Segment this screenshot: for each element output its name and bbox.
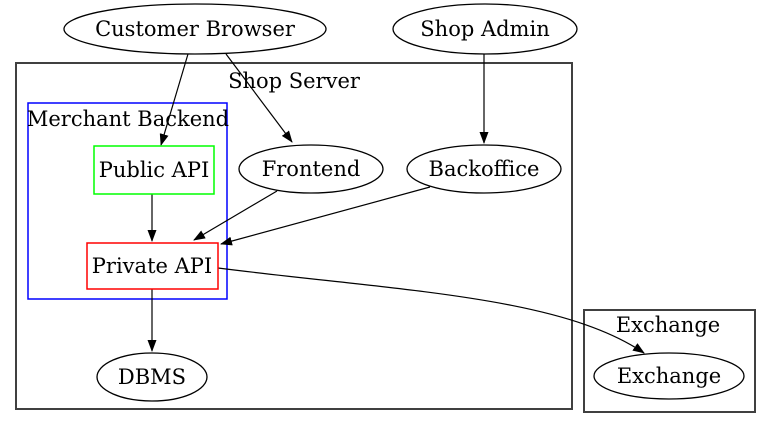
- node-private-api: Private API: [86, 242, 219, 290]
- exchange-cluster-border: [583, 309, 756, 413]
- merchant-backend-border: [27, 102, 228, 300]
- node-customer-browser: Customer Browser: [63, 3, 327, 55]
- customer-browser-shape: [63, 3, 327, 55]
- public-api-label: Public API: [99, 158, 210, 182]
- merchant-backend-label: Merchant Backend: [27, 107, 229, 131]
- exchange-cluster-label: Exchange: [616, 313, 720, 337]
- dbms-shape: [96, 352, 208, 402]
- backoffice-shape: [406, 144, 562, 194]
- node-frontend: Frontend: [238, 144, 384, 194]
- edge-backoffice-to-private-api: [220, 186, 431, 246]
- edges: [147, 53, 645, 354]
- node-exchange: Exchange: [593, 352, 745, 400]
- public-api-shape: [93, 145, 215, 195]
- shop-server-label: Shop Server: [228, 69, 361, 93]
- exchange-shape: [593, 352, 745, 400]
- frontend-label: Frontend: [262, 157, 361, 181]
- shop-admin-label: Shop Admin: [420, 17, 549, 41]
- node-shop-admin: Shop Admin: [392, 3, 578, 55]
- edge-frontend-to-private-api: [193, 190, 278, 241]
- cluster-shop-server: Shop Server: [15, 62, 573, 410]
- backoffice-label: Backoffice: [429, 157, 540, 181]
- dbms-label: DBMS: [118, 365, 186, 389]
- exchange-label: Exchange: [617, 364, 721, 388]
- node-backoffice: Backoffice: [406, 144, 562, 194]
- edge-customer-browser-to-frontend: [225, 53, 293, 143]
- cluster-exchange: Exchange: [583, 309, 756, 413]
- shop-server-border: [15, 62, 573, 410]
- shop-admin-shape: [392, 3, 578, 55]
- private-api-label: Private API: [92, 254, 212, 278]
- node-public-api: Public API: [93, 145, 215, 195]
- edge-customer-browser-to-public-api: [159, 53, 189, 146]
- frontend-shape: [238, 144, 384, 194]
- private-api-shape: [86, 242, 219, 290]
- customer-browser-label: Customer Browser: [95, 17, 296, 41]
- edge-private-api-to-exchange: [217, 267, 645, 354]
- node-dbms: DBMS: [96, 352, 208, 402]
- cluster-merchant-backend: Merchant Backend: [27, 102, 229, 300]
